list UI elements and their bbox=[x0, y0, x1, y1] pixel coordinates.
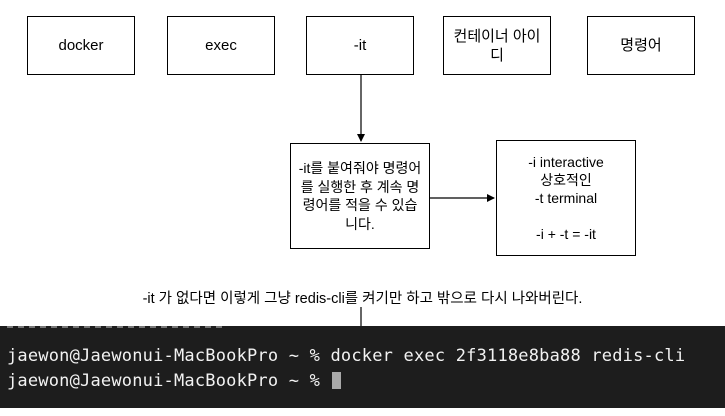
interactive-definition: -i interactive bbox=[528, 154, 604, 170]
command-box: 명령어 bbox=[587, 16, 695, 75]
interactive-translation: 상호적인 bbox=[540, 172, 592, 188]
terminal-definition: -t terminal bbox=[534, 190, 598, 206]
flag-definition-box: -i interactive 상호적인 -t terminal -i + -t … bbox=[496, 140, 636, 256]
terminal-line-command: jaewon@Jaewonui-MacBookPro ~ % docker ex… bbox=[7, 346, 686, 366]
flag-combination: -i + -t = -it bbox=[536, 226, 596, 242]
it-flag-box: -it bbox=[306, 16, 414, 75]
cropped-previous-line bbox=[0, 326, 725, 330]
it-explanation-text: -it를 붙여줘야 명령어를 실행한 후 계속 명령어를 적을 수 있습니다. bbox=[298, 160, 422, 232]
it-explanation-box: -it를 붙여줘야 명령어를 실행한 후 계속 명령어를 적을 수 있습니다. bbox=[290, 143, 430, 249]
container-id-box: 컨테이너 아이디 bbox=[443, 16, 551, 75]
exec-label: exec bbox=[205, 37, 237, 54]
terminal-prompt-text: jaewon@Jaewonui-MacBookPro ~ % bbox=[7, 371, 331, 391]
terminal-cursor bbox=[332, 372, 342, 389]
terminal-line-prompt[interactable]: jaewon@Jaewonui-MacBookPro ~ % bbox=[7, 371, 342, 391]
exec-box: exec bbox=[167, 16, 275, 75]
command-label: 명령어 bbox=[620, 37, 662, 54]
terminal-window[interactable]: jaewon@Jaewonui-MacBookPro ~ % docker ex… bbox=[0, 326, 725, 408]
it-flag-label: -it bbox=[353, 37, 367, 54]
container-id-label: 컨테이너 아이디 bbox=[453, 27, 541, 64]
caption-text: -it 가 없다면 이렇게 그냥 redis-cli를 켜기만 하고 밖으로 다… bbox=[142, 291, 583, 307]
docker-label: docker bbox=[58, 37, 104, 54]
docker-box: docker bbox=[27, 16, 135, 75]
